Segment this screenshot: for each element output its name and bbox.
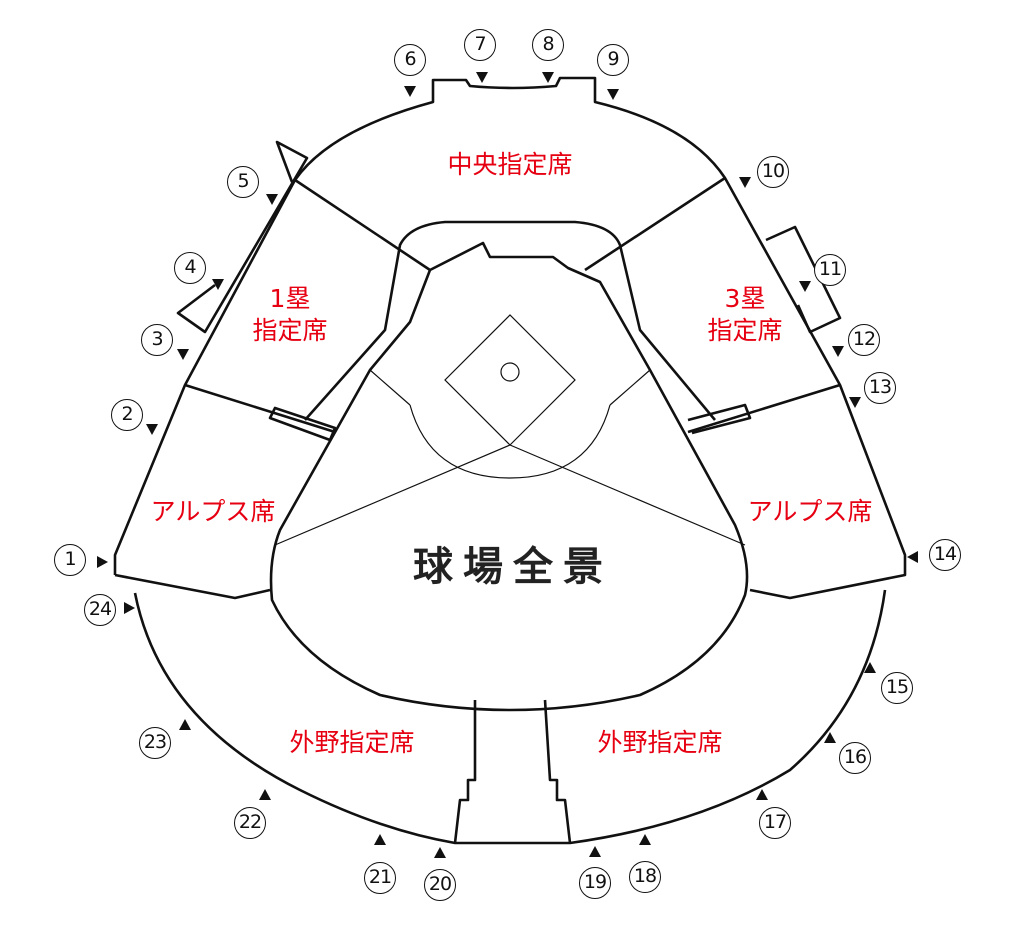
box-right (687, 403, 752, 435)
diamond (444, 314, 576, 446)
gate-arrow-icon (212, 279, 224, 290)
divider-1b-alps (184, 383, 336, 434)
gate-4: 4 (174, 252, 206, 284)
gate-16: 16 (839, 742, 871, 774)
gate-6: 6 (394, 44, 426, 76)
aisle-left (453, 700, 477, 844)
section-outfield-left: 外野指定席 (289, 728, 415, 757)
field (269, 241, 749, 712)
side-box-left (176, 140, 309, 334)
gate-arrow-icon (739, 177, 751, 188)
gate-arrow-icon (824, 732, 836, 743)
label-line: 指定席 (252, 316, 328, 345)
gate-1: 1 (54, 544, 86, 576)
gate-20: 20 (424, 869, 456, 901)
gate-17: 17 (759, 807, 791, 839)
gate-3: 3 (141, 324, 173, 356)
side-box-right (765, 225, 842, 334)
gate-arrow-icon (177, 349, 189, 360)
infield-arc (409, 404, 611, 479)
gate-15: 15 (881, 672, 913, 704)
gate-10: 10 (757, 156, 789, 188)
divider-3b-alps (687, 383, 841, 434)
gate-21: 21 (364, 862, 396, 894)
gate-18: 18 (629, 861, 661, 893)
upper-stand-outline (113, 76, 907, 600)
label-line: 指定席 (707, 316, 783, 345)
gate-22: 22 (234, 807, 266, 839)
section-center: 中央指定席 (447, 150, 573, 179)
divider-3b-center (584, 176, 726, 272)
label-line: 1塁 (269, 284, 311, 313)
label-line: 3塁 (724, 284, 766, 313)
gate-arrow-icon (179, 719, 191, 730)
gate-arrow-icon (266, 194, 278, 205)
pitcher-mound (500, 362, 520, 382)
map-title: 球場全景 (413, 544, 613, 590)
section-outfield-right: 外野指定席 (597, 728, 723, 757)
gate-arrow-icon (97, 556, 108, 568)
gate-arrow-icon (542, 72, 554, 83)
box-left (268, 406, 337, 442)
divider-1b-center (294, 178, 431, 272)
gate-19: 19 (579, 867, 611, 899)
gate-5: 5 (227, 166, 259, 198)
gate-arrow-icon (476, 72, 488, 83)
gate-13: 13 (864, 372, 896, 404)
concourse (304, 220, 716, 421)
gate-9: 9 (597, 44, 629, 76)
gate-arrow-icon (146, 424, 158, 435)
section-first-base: 1塁指定席 (252, 283, 327, 347)
section-third-base: 3塁指定席 (707, 283, 782, 347)
section-alps-left: アルプス席 (150, 497, 276, 526)
aisle-right (543, 699, 572, 844)
gate-arrow-icon (607, 89, 619, 100)
alps-left-bottom (114, 573, 271, 600)
gate-arrow-icon (756, 789, 768, 800)
gate-arrow-icon (864, 662, 876, 673)
gate-12: 12 (848, 324, 880, 356)
gate-arrow-icon (124, 602, 135, 614)
gate-2: 2 (111, 399, 143, 431)
gate-arrow-icon (832, 346, 844, 357)
outfield-stand (133, 589, 887, 845)
gate-arrow-icon (907, 551, 918, 563)
gate-24: 24 (84, 594, 116, 626)
gate-markers (97, 72, 918, 858)
gate-8: 8 (532, 29, 564, 61)
gate-11: 11 (814, 254, 846, 286)
section-alps-right: アルプス席 (747, 497, 873, 526)
foul-lines (274, 369, 746, 546)
gate-arrow-icon (639, 834, 651, 845)
gate-arrow-icon (434, 847, 446, 858)
gate-arrow-icon (589, 846, 601, 857)
gate-7: 7 (464, 29, 496, 61)
gate-23: 23 (139, 727, 171, 759)
gate-arrow-icon (849, 397, 861, 408)
gate-arrow-icon (259, 789, 271, 800)
gate-14: 14 (929, 539, 961, 571)
gate-arrow-icon (404, 86, 416, 97)
gate-arrow-icon (374, 834, 386, 845)
gate-arrow-icon (799, 281, 811, 292)
